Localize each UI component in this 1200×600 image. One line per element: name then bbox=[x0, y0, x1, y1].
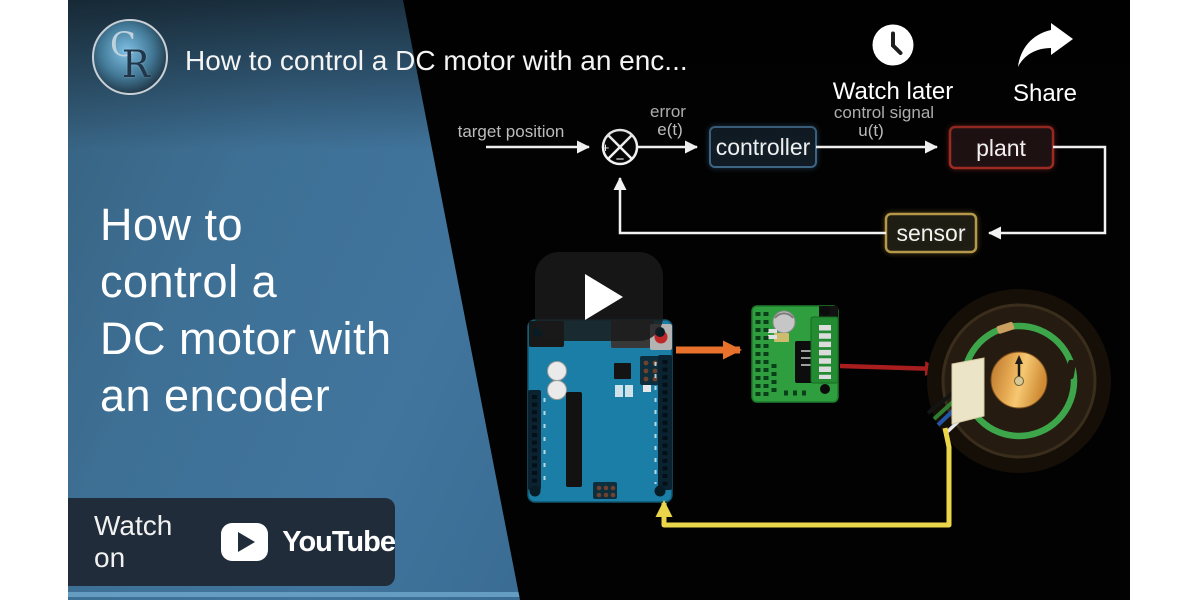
arduino-mcu-chip bbox=[566, 392, 582, 487]
motor-connector bbox=[951, 357, 985, 425]
arduino-digital-header bbox=[654, 355, 672, 490]
motor-dial bbox=[990, 351, 1048, 409]
video-title-link[interactable]: How to control a DC motor with an enc... bbox=[185, 45, 688, 76]
feedback-line-left bbox=[613, 177, 886, 235]
dc-motor-encoder bbox=[926, 289, 1111, 473]
arduino-board bbox=[527, 319, 673, 503]
share-arrow-icon bbox=[1018, 23, 1073, 67]
top-gradient bbox=[68, 0, 1130, 150]
sensor-box: sensor bbox=[884, 212, 978, 254]
channel-avatar[interactable]: C R bbox=[92, 19, 168, 95]
share-label: Share bbox=[1012, 80, 1078, 107]
youtube-wordmark: YouTube bbox=[282, 525, 396, 558]
wire-motor-to-arduino bbox=[655, 427, 952, 528]
junction-minus-sign: − bbox=[616, 151, 625, 168]
watch-on-label: Watch on bbox=[94, 510, 173, 573]
avatar-letter: C bbox=[110, 25, 137, 65]
youtube-embed-player: How to control a DC motor with an encode… bbox=[68, 0, 1130, 600]
clock-icon bbox=[872, 24, 914, 66]
arduino-capacitor bbox=[547, 361, 567, 381]
watch-on-youtube-button[interactable]: Watch on YouTube bbox=[68, 498, 396, 586]
play-button[interactable] bbox=[535, 252, 663, 341]
svg-text:sensor: sensor bbox=[896, 220, 965, 246]
arrow-driver-to-motor bbox=[839, 361, 940, 377]
arduino-capacitor bbox=[547, 380, 567, 400]
arduino-icsp-header bbox=[640, 356, 661, 385]
thumbnail-bottom-edge bbox=[68, 592, 520, 597]
driver-terminal-block bbox=[810, 306, 839, 394]
arduino-icsp2-header bbox=[593, 482, 617, 499]
arduino-usb-chip bbox=[614, 363, 631, 379]
youtube-play-icon bbox=[220, 523, 269, 561]
watch-later-label: Watch later bbox=[832, 78, 954, 105]
driver-through-holes bbox=[755, 312, 808, 396]
watch-later-button[interactable]: Watch later bbox=[813, 23, 973, 106]
play-icon bbox=[584, 273, 623, 320]
arduino-power-header bbox=[528, 390, 546, 490]
motor-driver-board bbox=[751, 305, 839, 403]
video-content-graphics: target position + − error e(t) controlle… bbox=[458, 102, 1111, 528]
share-button[interactable]: Share bbox=[985, 23, 1105, 108]
thumbnail-headline: How to control a DC motor with an encode… bbox=[100, 199, 392, 421]
avatar-letter: R bbox=[122, 43, 150, 86]
